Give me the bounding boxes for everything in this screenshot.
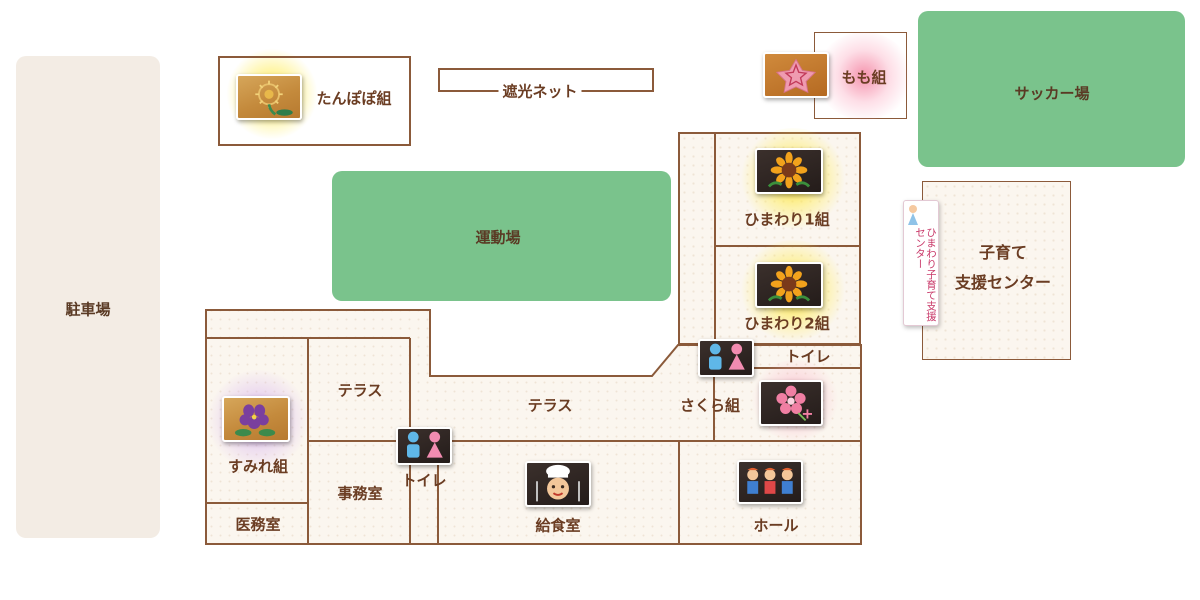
momo-label: もも組 [841, 68, 887, 87]
playground [332, 171, 671, 301]
support-center-label-2: 支援センター [954, 273, 1052, 292]
toilet-center-label: トイレ [401, 471, 447, 490]
sign-text: ひまわり子育て支援センター [914, 227, 936, 322]
shade-net-label: 遮光ネット [498, 80, 582, 102]
support-center-label-1: 子育て [978, 243, 1028, 262]
room-tanpopo[interactable] [218, 56, 411, 146]
dandelion-icon [236, 74, 302, 120]
children-icon [737, 460, 803, 504]
hall-label: ホール [753, 516, 799, 535]
sakura-label: さくら組 [679, 396, 741, 415]
medical-label: 医務室 [235, 515, 281, 534]
parking-label: 駐車場 [65, 300, 111, 319]
cherry-blossom-icon [759, 380, 823, 426]
support-center[interactable] [922, 181, 1071, 360]
sunflower-icon [755, 148, 823, 194]
tanpopo-label: たんぽぽ組 [316, 89, 392, 108]
violet-icon [222, 396, 290, 442]
terrace-left-label: テラス [337, 381, 383, 400]
parking-lot [16, 56, 160, 538]
himawari2-label: ひまわり2組 [744, 314, 830, 333]
kitchen-label: 給食室 [535, 516, 581, 535]
peach-icon [763, 52, 829, 98]
himawari1-label: ひまわり1組 [744, 210, 830, 229]
support-center-sign: ひまわり子育て支援センター [903, 200, 939, 326]
child-figure-icon [906, 204, 920, 226]
sumire-label: すみれ組 [227, 457, 289, 476]
chef-icon [525, 461, 591, 507]
soccer-field [918, 11, 1185, 167]
sunflower-icon [755, 262, 823, 308]
toilet-icon [396, 427, 452, 465]
room-himawari2[interactable] [714, 245, 861, 345]
soccer-label: サッカー場 [1014, 84, 1090, 103]
playground-label: 運動場 [475, 228, 521, 247]
toilet-right-label: トイレ [785, 347, 831, 366]
terrace-center-label: テラス [527, 396, 573, 415]
office-label: 事務室 [337, 484, 383, 503]
toilet-icon [698, 339, 754, 377]
